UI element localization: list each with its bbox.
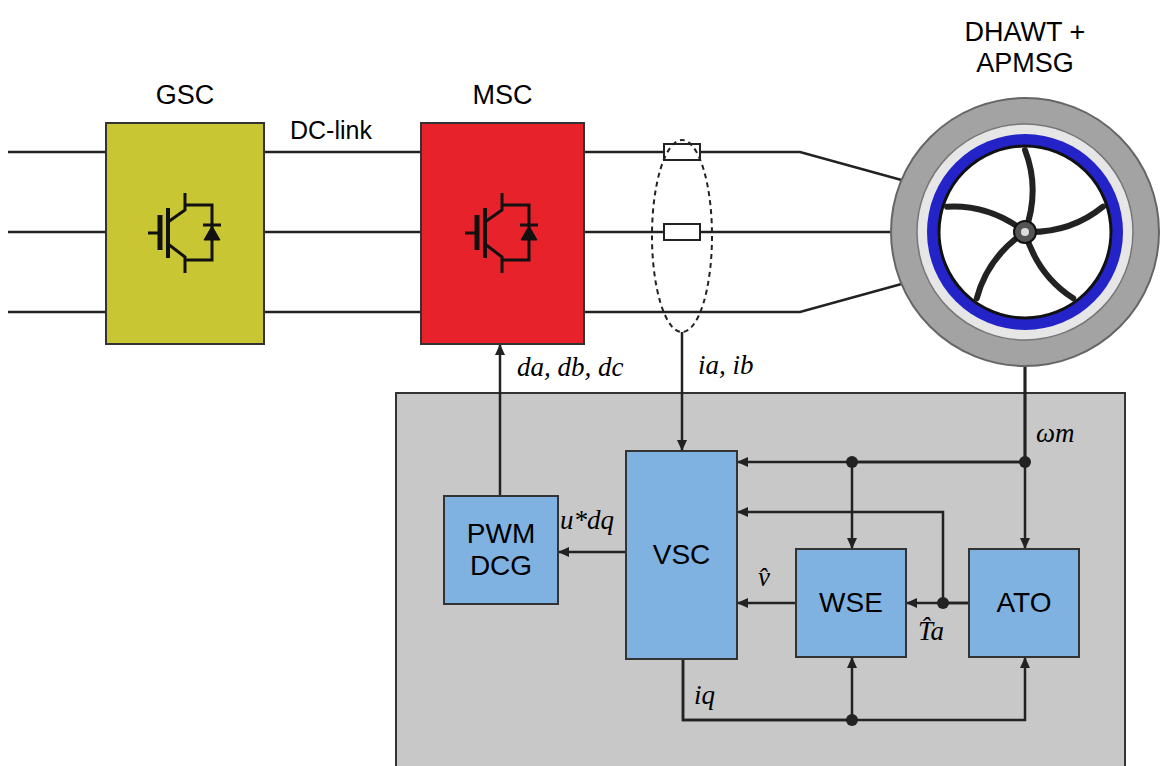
connector — [265, 231, 420, 234]
process-box: VSC — [625, 450, 738, 660]
connector — [585, 231, 891, 234]
process-box: WSE — [795, 548, 907, 658]
turbine-outline — [890, 97, 1160, 367]
turbine-generator: DHAWT + APMSG — [890, 97, 1160, 367]
grid-lines — [8, 152, 106, 312]
signal-label: v̂ — [758, 562, 770, 593]
connector — [683, 658, 1025, 720]
signal-label: iq — [694, 680, 715, 711]
connector — [499, 345, 502, 495]
connector — [559, 551, 625, 554]
signal-label: ωm — [1036, 418, 1075, 449]
current-sensor — [652, 140, 712, 450]
connector — [683, 658, 852, 720]
signal-label: u*dq — [560, 505, 614, 536]
process-box: ATO — [968, 548, 1080, 658]
connector — [585, 284, 902, 312]
connector — [265, 151, 420, 154]
process-box: PWM DCG — [443, 495, 559, 605]
control-panel — [396, 393, 1125, 766]
signal-label: ia, ib — [698, 350, 754, 381]
box-label: ATO — [997, 587, 1052, 619]
connector — [738, 366, 1025, 462]
signal-label: DC-link — [290, 116, 372, 145]
heading-label: GSC — [156, 80, 215, 111]
connector — [738, 602, 795, 605]
connector — [1024, 366, 1027, 548]
heading-label: DHAWT + APMSG — [933, 17, 1118, 79]
box-label: VSC — [653, 539, 711, 571]
signal-label: T̂a — [918, 616, 944, 647]
signal-label: da, db, dc — [517, 352, 623, 383]
heading-label: MSC — [473, 80, 533, 111]
connector — [852, 366, 1025, 548]
connector — [265, 311, 420, 314]
connector — [585, 152, 902, 180]
converter-box: GSC — [105, 122, 265, 345]
box-label: PWM DCG — [451, 518, 551, 582]
converter-box: MSC — [420, 122, 585, 345]
box-label: WSE — [819, 587, 883, 619]
